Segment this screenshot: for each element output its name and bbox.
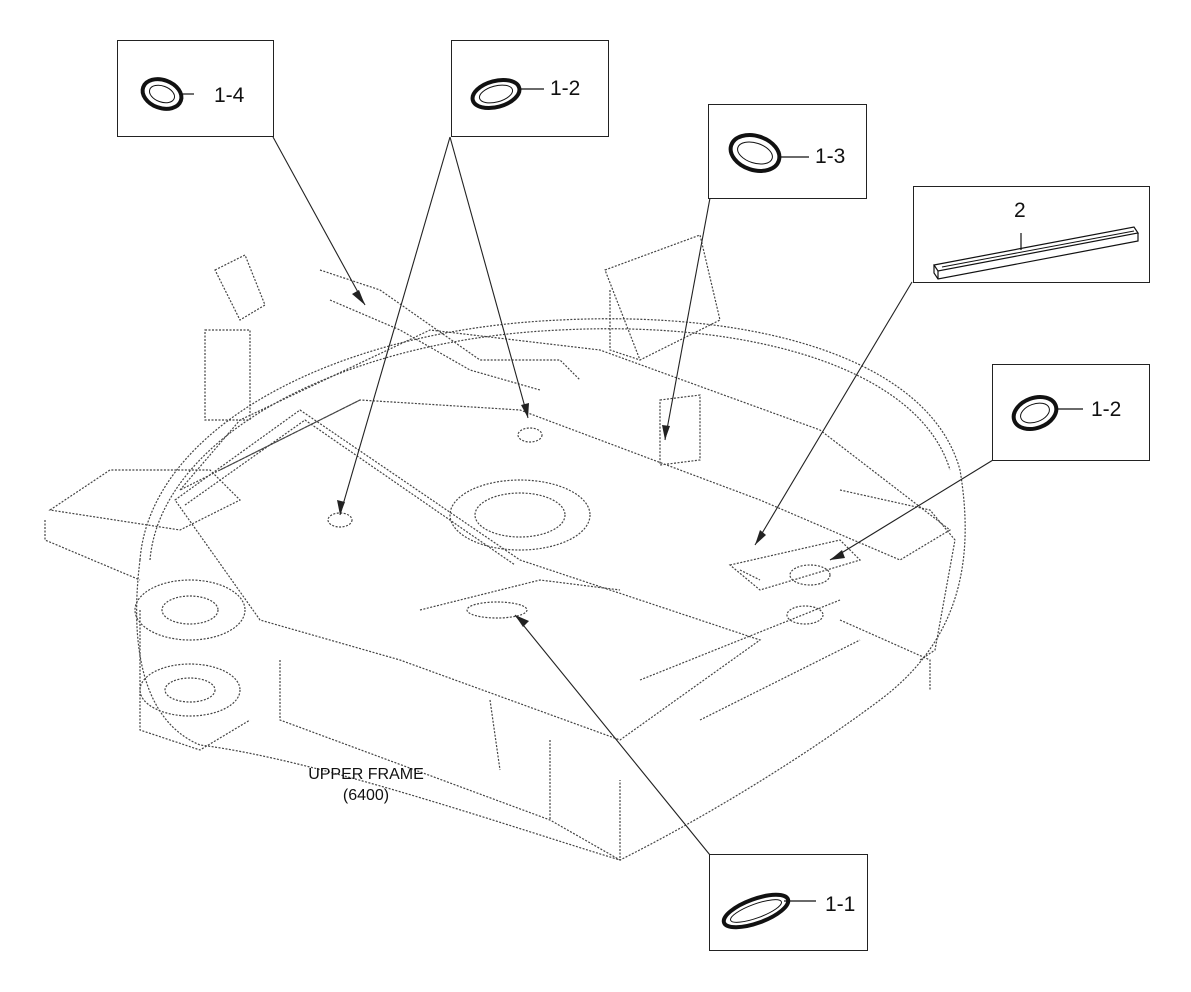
arrow-1-2-b — [521, 403, 529, 418]
grommet-icon — [728, 133, 809, 173]
callout-box-1-4: 1-4 — [117, 40, 274, 137]
leader-1-4 — [272, 136, 366, 306]
leader-1-1 — [514, 614, 711, 856]
callout-box-1-3: 1-3 — [708, 104, 867, 199]
frame-outline — [44, 234, 966, 862]
callout-label-1-4: 1-4 — [214, 84, 245, 107]
leader-2 — [754, 281, 913, 546]
grommet-icon — [721, 892, 816, 930]
callout-label-1-1: 1-1 — [825, 893, 856, 916]
callout-label-1-3: 1-3 — [815, 145, 846, 168]
arrowheads — [337, 290, 845, 627]
frame-code: (6400) — [342, 787, 390, 804]
frame-title: UPPER FRAME — [308, 766, 424, 783]
frame-caption: UPPER FRAME (6400) — [266, 764, 466, 806]
leader-1-2-c — [829, 459, 994, 561]
grommet-icon — [1011, 395, 1083, 431]
leader-lines — [272, 136, 994, 856]
arrow-2 — [755, 530, 766, 545]
arrow-1-4 — [352, 290, 365, 305]
callout-box-1-1: 1-1 — [709, 854, 868, 951]
callout-label-2: 2 — [1014, 199, 1026, 222]
grommet-icon — [470, 77, 544, 111]
channel-strip-icon — [932, 226, 1140, 280]
leader-1-3 — [664, 197, 711, 441]
leader-1-2-a — [339, 136, 451, 516]
arrow-1-2-a — [337, 500, 345, 515]
callout-box-1-2-right: 1-2 — [992, 364, 1150, 461]
leader-1-2-b — [449, 136, 529, 419]
arrow-1-2-c — [830, 550, 845, 560]
callout-box-2: 2 — [913, 186, 1150, 283]
callout-box-1-2-top: 1-2 — [451, 40, 609, 137]
arrow-1-1 — [515, 615, 529, 627]
grommet-icon — [140, 77, 194, 111]
arrow-1-3 — [662, 425, 670, 440]
callout-label-1-2-top: 1-2 — [550, 77, 581, 100]
callout-label-1-2-right: 1-2 — [1091, 398, 1122, 421]
